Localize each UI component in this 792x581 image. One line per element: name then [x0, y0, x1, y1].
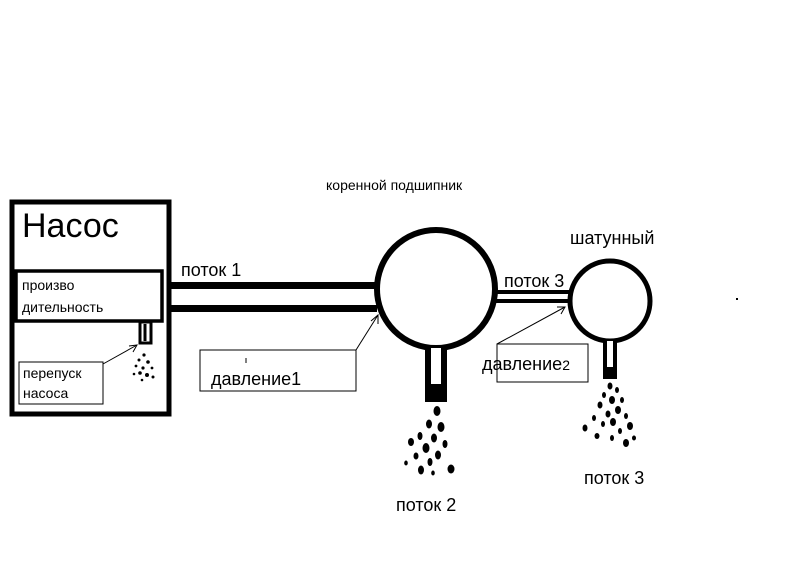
conrod-bearing-outlet [603, 339, 617, 379]
pressure-2-arrow-line [496, 306, 566, 345]
bypass-label-line2: насоса [23, 385, 68, 401]
flow-3-bottom-label: поток 3 [584, 468, 644, 488]
pressure-2-label: давление2 [482, 354, 570, 374]
pump-title: Насос [22, 207, 119, 245]
pressure-2-arrow-head [557, 306, 566, 315]
pressure-1-arrow-head [370, 313, 379, 324]
pipe-flow-3 [495, 290, 570, 303]
main-bearing-circle [374, 227, 498, 351]
conrod-bearing-label: шатунный [570, 228, 654, 248]
flow-1-label: поток 1 [181, 260, 241, 280]
pressure-2-text: давление [482, 354, 562, 374]
pressure-2-box [496, 343, 589, 383]
bypass-oil-drops [132, 353, 155, 382]
main-bearing-label: коренной подшипник [326, 177, 463, 193]
bypass-arrow-head [128, 344, 138, 353]
flow-3-pipe-label: поток 3 [504, 271, 564, 291]
flow-2-label: поток 2 [396, 495, 456, 515]
main-bearing-oil-drops [404, 406, 455, 476]
pump-performance-box [14, 269, 164, 323]
conrod-bearing-oil-drops [582, 382, 636, 447]
performance-label-line2: дительность [22, 299, 103, 315]
main-bearing-outlet [425, 346, 447, 402]
stray-dot [736, 298, 738, 300]
bypass-box [18, 361, 104, 405]
pressure-1-arrow-line [355, 314, 379, 351]
pipe-flow-1 [169, 282, 377, 312]
conrod-bearing-circle [567, 258, 653, 344]
bypass-arrow-line [102, 344, 138, 365]
pressure-1-box [199, 349, 357, 392]
bypass-nozzle [138, 320, 153, 345]
pressure-1-label: давление1 [211, 369, 301, 389]
pump: Насос произво дительность перепуск насос… [9, 199, 172, 417]
performance-label-line1: произво [22, 277, 75, 293]
pressure-2-subscript: 2 [562, 357, 570, 373]
bypass-label-line1: перепуск [23, 365, 82, 381]
